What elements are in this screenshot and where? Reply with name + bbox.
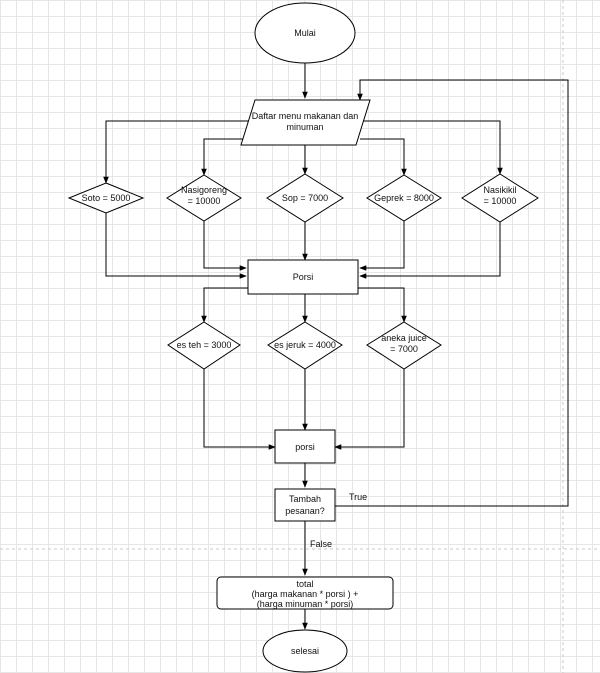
total-label-line2: (harga makanan * porsi ) +	[252, 589, 359, 599]
porsi-food-process: Porsi	[247, 259, 359, 295]
false-edge-label: False	[310, 539, 332, 549]
geprek-option-node: Geprek = 8000	[366, 174, 442, 222]
aneka-juice-label-line1: aneka juice	[381, 333, 427, 343]
edge-menu-nasikikil	[360, 120, 503, 175]
menu-input-node: Daftar menu makanan dan minuman	[240, 99, 371, 146]
porsi-drink-label: porsi	[295, 442, 315, 452]
edge-geprek-porsi	[359, 221, 405, 271]
start-terminator: Mulai	[254, 2, 356, 64]
decision-label-line2: pesanan?	[285, 506, 325, 516]
end-label: selesai	[291, 646, 319, 656]
porsi-drink-process: porsi	[274, 429, 336, 464]
edge-menu-geprek	[360, 138, 407, 176]
decision-tambah-pesanan: Tambah pesanan?	[274, 488, 336, 522]
edge-esteh-porsi2	[203, 369, 276, 450]
sop-option-node: Sop = 7000	[266, 173, 344, 223]
edge-menu-nasigoreng	[201, 138, 250, 176]
nasikikil-label-line1: Nasikikil	[483, 185, 516, 195]
sop-label: Sop = 7000	[282, 193, 328, 203]
edge-decision-true-loop	[335, 79, 569, 507]
total-label-line1: total	[296, 579, 313, 589]
nasikikil-label-line2: = 10000	[484, 196, 517, 206]
end-terminator: selesai	[262, 629, 348, 673]
true-edge-label: True	[349, 492, 367, 502]
es-teh-label: es teh = 3000	[177, 340, 232, 350]
nasigoreng-label-line1: Nasigoreng	[181, 185, 227, 195]
edge-juice-porsi2	[334, 369, 405, 450]
start-label: Mulai	[294, 28, 316, 38]
menu-label-line2: minuman	[286, 122, 323, 132]
aneka-juice-option-node: aneka juice = 7000	[366, 321, 442, 370]
es-jeruk-label: es jeruk = 4000	[274, 340, 336, 350]
aneka-juice-label-line2: = 7000	[390, 344, 418, 354]
nasikikil-option-node: Nasikikil = 10000	[461, 173, 539, 223]
porsi-food-label: Porsi	[293, 272, 314, 282]
soto-option-node: Soto = 5000	[67, 182, 145, 214]
edge-menu-soto	[103, 120, 250, 184]
soto-label: Soto = 5000	[82, 193, 131, 203]
es-teh-option-node: es teh = 3000	[167, 321, 241, 370]
menu-label-line1: Daftar menu makanan dan	[252, 111, 359, 121]
edge-porsi-esteh	[201, 287, 248, 323]
decision-label-line1: Tambah	[289, 494, 321, 504]
edge-nasikikil-porsi	[359, 222, 501, 279]
geprek-label: Geprek = 8000	[374, 193, 434, 203]
total-label-line3: (harga minuman * porsi)	[257, 599, 354, 609]
edge-soto-porsi	[105, 213, 247, 279]
edges	[103, 63, 569, 630]
es-jeruk-option-node: es jeruk = 4000	[267, 321, 343, 370]
edge-nasigoreng-porsi	[203, 221, 247, 271]
edge-porsi-juice	[358, 287, 407, 323]
nasigoreng-option-node: Nasigoreng = 10000	[166, 174, 242, 222]
total-process: total (harga makanan * porsi ) + (harga …	[216, 576, 394, 610]
nasigoreng-label-line2: = 10000	[188, 196, 221, 206]
